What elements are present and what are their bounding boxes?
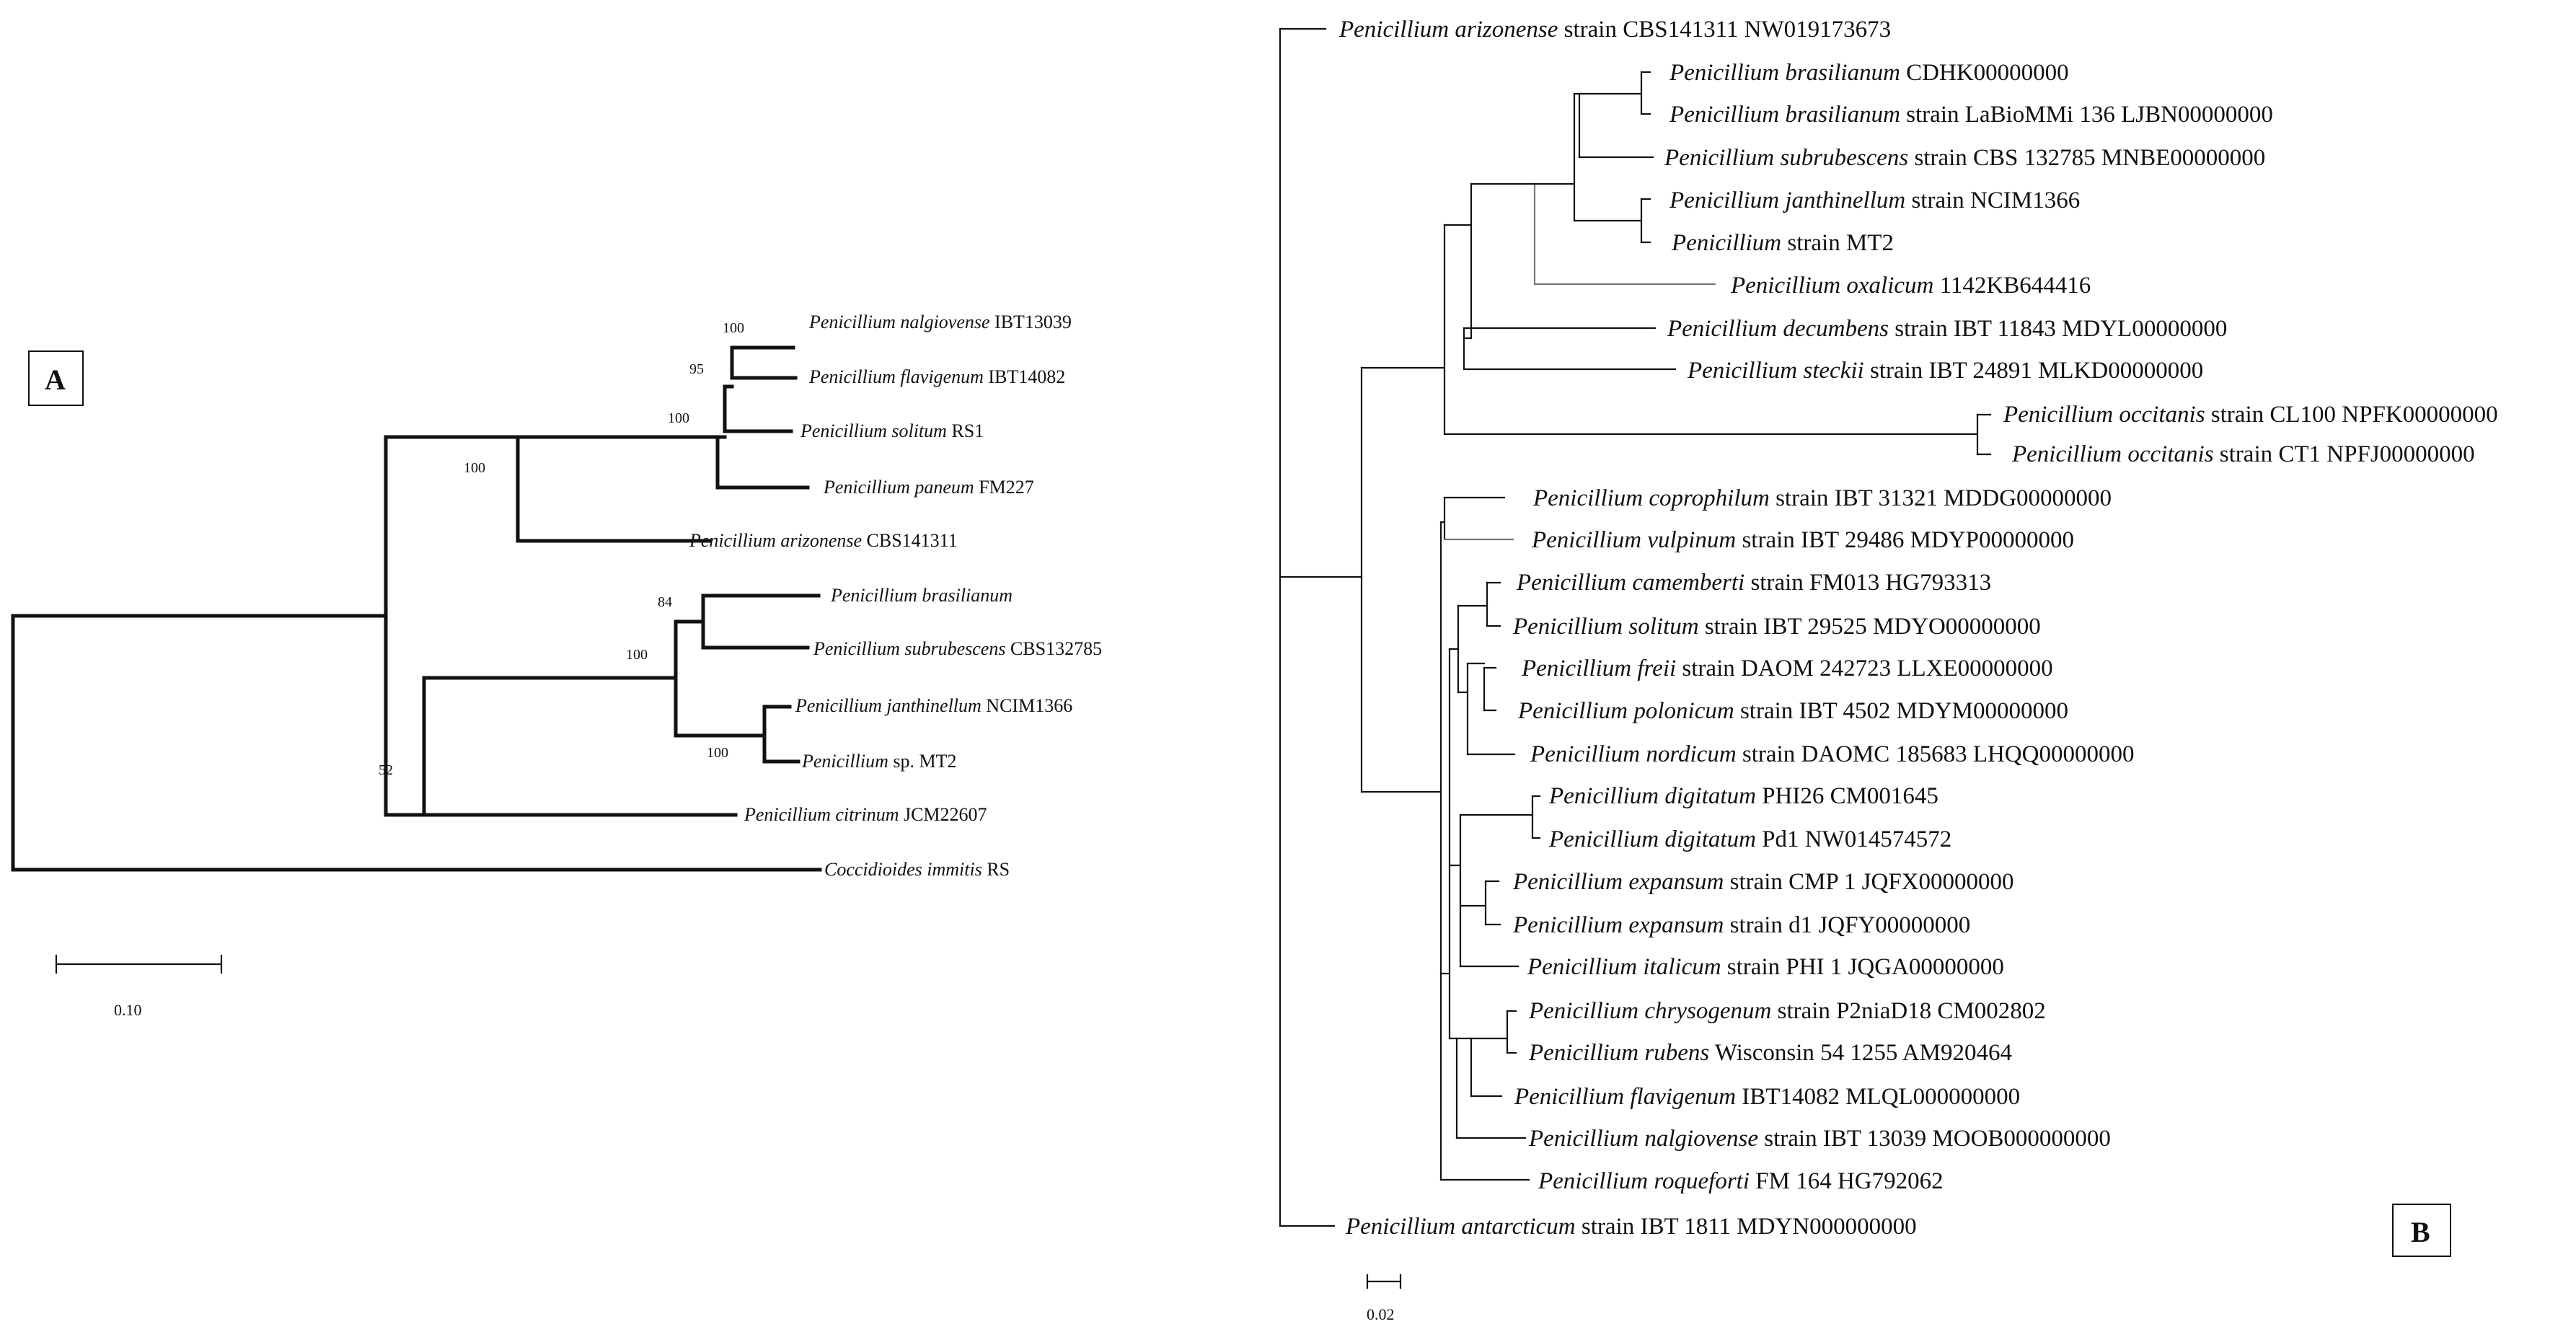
bootstrap-value: 100 <box>723 320 744 336</box>
taxon-label: Penicillium italicum strain PHI 1 JQGA00… <box>1527 954 2004 980</box>
bootstrap-value: 100 <box>707 745 728 761</box>
taxon-label: Penicillium brasilianum CDHK00000000 <box>1669 60 2069 86</box>
taxon-label: Penicillium citrinum JCM22607 <box>744 804 987 825</box>
taxon-label: Penicillium occitanis strain CL100 NPFK0… <box>2003 402 2498 428</box>
panel-b: Penicillium arizonense strain CBS141311 … <box>1279 17 2498 1323</box>
taxon-label: Penicillium flavigenum IBT14082 MLQL0000… <box>1514 1084 2020 1110</box>
bootstrap-value: 84 <box>658 594 672 610</box>
taxon-label: Penicillium antarcticum strain IBT 1811 … <box>1345 1214 1917 1240</box>
taxon-label: Penicillium expansum strain d1 JQFY00000… <box>1512 912 1970 938</box>
scale-bar-a: 0.10 <box>55 954 223 1019</box>
taxon-label: Coccidioides immitis RS <box>824 859 1010 880</box>
tree-b-branches <box>1279 27 1992 1227</box>
bootstrap-value: 100 <box>464 460 485 476</box>
taxon-label: Penicillium arizonense strain CBS141311 … <box>1338 17 1891 43</box>
scale-bar-b-label: 0.02 <box>1367 1305 1395 1323</box>
panel-a: A <box>11 312 1102 1019</box>
taxon-label: Penicillium digitatum PHI26 CM001645 <box>1548 783 1938 809</box>
taxon-label: Penicillium oxalicum 1142KB644416 <box>1730 273 2091 299</box>
taxon-label: Penicillium sp. MT2 <box>801 751 956 772</box>
taxon-label: Penicillium roqueforti FM 164 HG792062 <box>1538 1168 1944 1194</box>
taxon-label: Penicillium solitum RS1 <box>800 420 984 441</box>
taxon-label: Penicillium brasilianum <box>830 585 1013 606</box>
taxon-label: Penicillium vulpinum strain IBT 29486 MD… <box>1531 527 2074 553</box>
taxon-label: Penicillium subrubescens CBS132785 <box>813 638 1102 659</box>
taxon-label: Penicillium camemberti strain FM013 HG79… <box>1516 570 1991 596</box>
tree-b-labels: Penicillium arizonense strain CBS141311 … <box>1338 17 2498 1240</box>
taxon-label: Penicillium steckii strain IBT 24891 MLK… <box>1687 358 2203 384</box>
taxon-label: Penicillium nalgiovense IBT13039 <box>808 312 1072 332</box>
panel-b-label-box <box>2392 1204 2451 1257</box>
panel-b-label: B <box>2411 1216 2430 1248</box>
taxon-label: Penicillium decumbens strain IBT 11843 M… <box>1667 316 2227 342</box>
taxon-label: Penicillium expansum strain CMP 1 JQFX00… <box>1512 869 2014 895</box>
tree-a-labels: Penicillium nalgiovense IBT13039 Penicil… <box>689 312 1102 880</box>
taxon-label: Penicillium janthinellum NCIM1366 <box>795 695 1072 716</box>
tree-a-branches <box>11 345 822 872</box>
taxon-label: Penicillium flavigenum IBT14082 <box>808 366 1065 387</box>
panel-a-label-box <box>28 350 84 406</box>
taxon-label: Penicillium paneum FM227 <box>823 477 1034 498</box>
taxon-label: Penicillium subrubescens strain CBS 1327… <box>1664 145 2265 171</box>
panel-a-label: A <box>45 363 66 396</box>
taxon-label: Penicillium janthinellum strain NCIM1366 <box>1669 187 2080 213</box>
taxon-label: Penicillium solitum strain IBT 29525 MDY… <box>1512 614 2041 640</box>
tree-a-bootstrap: 100 95 100 100 84 100 100 52 <box>379 320 744 778</box>
bootstrap-value: 95 <box>689 361 704 377</box>
taxon-label: Penicillium digitatum Pd1 NW014574572 <box>1548 826 1951 852</box>
taxon-label: Penicillium occitanis strain CT1 NPFJ000… <box>2011 441 2475 467</box>
taxon-label: Penicillium nordicum strain DAOMC 185683… <box>1530 741 2134 767</box>
taxon-label: Penicillium coprophilum strain IBT 31321… <box>1532 485 2112 511</box>
bootstrap-value: 100 <box>668 410 689 426</box>
taxon-label: Penicillium chrysogenum strain P2niaD18 … <box>1528 998 2046 1024</box>
taxon-label: Penicillium polonicum strain IBT 4502 MD… <box>1517 698 2068 724</box>
taxon-label: Penicillium nalgiovense strain IBT 13039… <box>1528 1126 2111 1152</box>
taxon-label: Penicillium brasilianum strain LaBioMMi … <box>1669 102 2273 128</box>
bootstrap-value: 100 <box>626 647 648 663</box>
taxon-label: Penicillium arizonense CBS141311 <box>689 530 958 551</box>
taxon-label: Penicillium rubens Wisconsin 54 1255 AM9… <box>1528 1040 2012 1066</box>
scale-bar-a-label: 0.10 <box>114 1001 142 1019</box>
scale-bar-b: 0.02 <box>1366 1274 1402 1323</box>
taxon-label: Penicillium freii strain DAOM 242723 LLX… <box>1521 656 2053 681</box>
taxon-label: Penicillium strain MT2 <box>1671 230 1894 256</box>
bootstrap-value: 52 <box>379 762 393 778</box>
